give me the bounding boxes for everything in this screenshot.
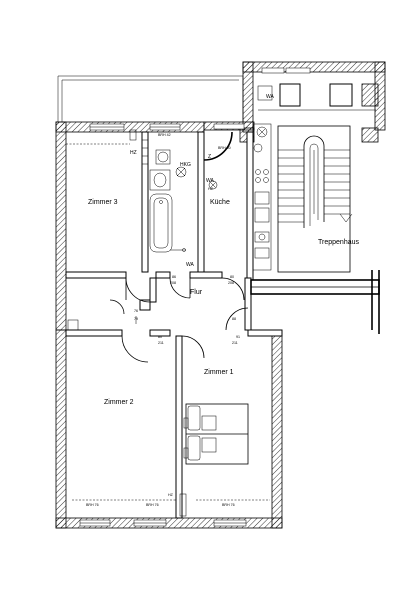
brh-zimmer1-label: BRH 76	[222, 503, 235, 507]
door-label-211-b: 211	[232, 341, 238, 345]
bathroom-fixtures	[141, 139, 187, 253]
door-label-76: 76	[134, 309, 138, 313]
kitchen-appliances	[208, 143, 263, 190]
wa-top-label: WA	[266, 94, 275, 100]
double-bed	[183, 403, 249, 465]
door-label-80-a: 80	[230, 275, 234, 279]
radiators	[67, 129, 187, 517]
door-label-88: 88	[232, 317, 236, 321]
stair-treads-left	[278, 149, 304, 223]
brh-zimmer2-right-label: BRH 76	[146, 503, 159, 507]
door-label-79: 79	[134, 317, 138, 321]
room-zimmer1: Zimmer 1	[204, 369, 234, 376]
brh-kitchen-label: BRH 90	[218, 146, 231, 150]
stair-treads-right	[324, 149, 350, 215]
door-label-211-a: 211	[158, 341, 164, 345]
room-treppenhaus: Treppenhaus	[318, 239, 359, 246]
staircase	[277, 125, 353, 273]
room-zimmer2: Zimmer 2	[104, 399, 134, 406]
room-zimmer3: Zimmer 3	[88, 199, 118, 206]
door-label-91: 91	[236, 335, 240, 339]
outer-walls	[55, 61, 386, 529]
kitchen-counter	[252, 123, 272, 271]
hkg-label: HKG	[180, 162, 191, 168]
wa-bath-label: WA	[186, 262, 195, 268]
balcony	[57, 75, 244, 122]
hz-bath-label: HZ	[130, 150, 137, 156]
door-label-208-a: 208	[170, 281, 176, 285]
door-label-80-b: 80	[158, 335, 162, 339]
room-flur: Flur	[190, 289, 203, 296]
room-kueche: Küche	[210, 199, 230, 206]
hz-bedroom-label: HZ	[168, 493, 174, 497]
windows	[66, 67, 311, 527]
kitchen-door	[203, 131, 233, 161]
hz-kitchen-label: HZ	[208, 187, 214, 191]
brh-bath-label: BRH 42	[158, 133, 171, 137]
wa-kitchen-label: WA	[206, 178, 215, 184]
stair-landing	[257, 83, 379, 111]
door-label-86: 86	[172, 275, 176, 279]
door-label-208-b: 208	[228, 281, 234, 285]
z-label: Z	[208, 154, 211, 160]
inner-walls	[65, 131, 380, 519]
door-swings	[109, 277, 249, 363]
brh-zimmer2-left-label: BRH 76	[86, 503, 99, 507]
